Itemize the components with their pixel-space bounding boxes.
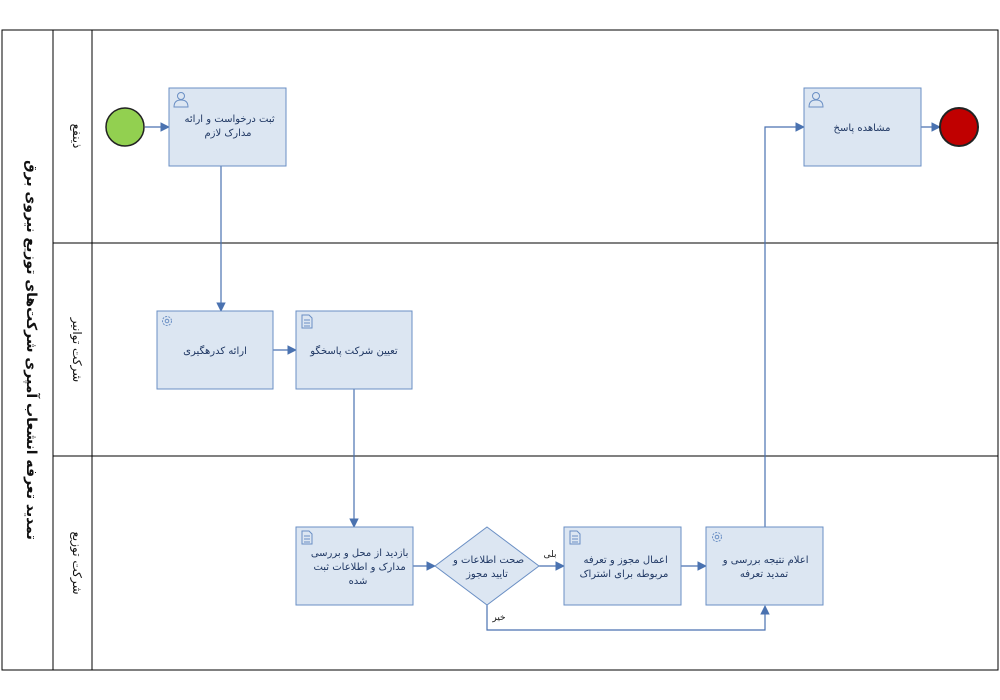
task-issue-tracking-line1: ارائه کدرهگیری (183, 345, 247, 357)
document-icon (301, 314, 313, 329)
svg-text:اعمال مجوز و تعرفه مربوط: اعمال مجوز و تعرفه مربوطه برای اشتراک (580, 555, 669, 580)
svg-text:مشاهده پاسخ: مشاهده پاسخ (834, 123, 891, 134)
task-submit-request-line2: مدارک لازم (204, 128, 251, 139)
task-issue-tracking: ارائه کدرهگیری (156, 310, 274, 390)
lane-label-applicant: ذینفع (70, 124, 84, 149)
task-announce-result-line1: اعلام نتیجه بررسی و (722, 555, 809, 566)
lane-label-tavanir: شرکت توانیر (69, 317, 84, 382)
task-site-visit: بازدید از محل و بررسی مدارک و اطلاعات ثب… (295, 526, 414, 606)
gateway-validation: صحت اطلاعات و تایید مجوز (434, 526, 540, 606)
gateway-label-line2: تایید مجوز (465, 569, 508, 580)
document-icon (301, 530, 313, 545)
gear-icon (712, 532, 722, 542)
task-assign-company-line1: تعیین شرکت پاسخگو (309, 345, 398, 357)
end-event (939, 107, 979, 147)
document-icon (569, 530, 581, 545)
task-site-visit-line2: مدارک و اطلاعات ثبت (313, 562, 405, 573)
task-view-response-line1: مشاهده پاسخ (834, 123, 891, 134)
task-apply-permit-line1: اعمال مجوز و تعرفه (583, 555, 667, 566)
task-submit-request-line1: ثبت درخواست و ارائه (185, 114, 275, 125)
pool-title: تمدید تعرفه انشعاب آمپری شرکت‌های توزیع … (23, 160, 41, 540)
task-assign-company: تعیین شرکت پاسخگو (295, 310, 413, 390)
svg-text:اعلام نتیجه بررسی و تمدی: اعلام نتیجه بررسی و تمدید تعرفه (720, 555, 809, 580)
task-view-response: مشاهده پاسخ (803, 87, 922, 167)
flow-label-no: خیر (491, 613, 505, 623)
lane-label-distribution: شرکت توزیع (69, 531, 84, 594)
flow-label-yes: بلی (544, 550, 557, 560)
svg-text:صحت اطلاعات و تایید مجوز: صحت اطلاعات و تایید مجوز (450, 555, 524, 580)
sequence-flows (145, 122, 941, 631)
task-site-visit-line1: بازدید از محل و بررسی (311, 548, 409, 559)
svg-text:ارائه کدرهگیری: ارائه کدرهگیری (183, 345, 247, 357)
gateway-label-line1: صحت اطلاعات و (452, 555, 524, 566)
svg-text:بازدید از محل و بررسی مد: بازدید از محل و بررسی مدارک و اطلاعات ثب… (308, 548, 409, 587)
task-site-visit-line3: شده (349, 576, 368, 587)
task-apply-permit: اعمال مجوز و تعرفه مربوطه برای اشتراک (563, 526, 682, 606)
svg-text:تعیین شرکت پاسخگو: تعیین شرکت پاسخگو (309, 345, 398, 357)
task-announce-result: اعلام نتیجه بررسی و تمدید تعرفه (705, 526, 824, 606)
svg-text:ثبت درخواست و ارائه مدار: ثبت درخواست و ارائه مدارک لازم (181, 114, 275, 139)
user-icon (173, 92, 189, 108)
task-announce-result-line2: تمدید تعرفه (740, 569, 789, 580)
task-submit-request: ثبت درخواست و ارائه مدارک لازم (168, 87, 287, 167)
user-icon (808, 92, 824, 108)
start-event (105, 107, 145, 147)
flow-gateway-no (486, 605, 770, 631)
gear-icon (162, 316, 172, 326)
task-apply-permit-line2: مربوطه برای اشتراک (580, 569, 669, 580)
flow-announce-to-view (764, 122, 805, 527)
